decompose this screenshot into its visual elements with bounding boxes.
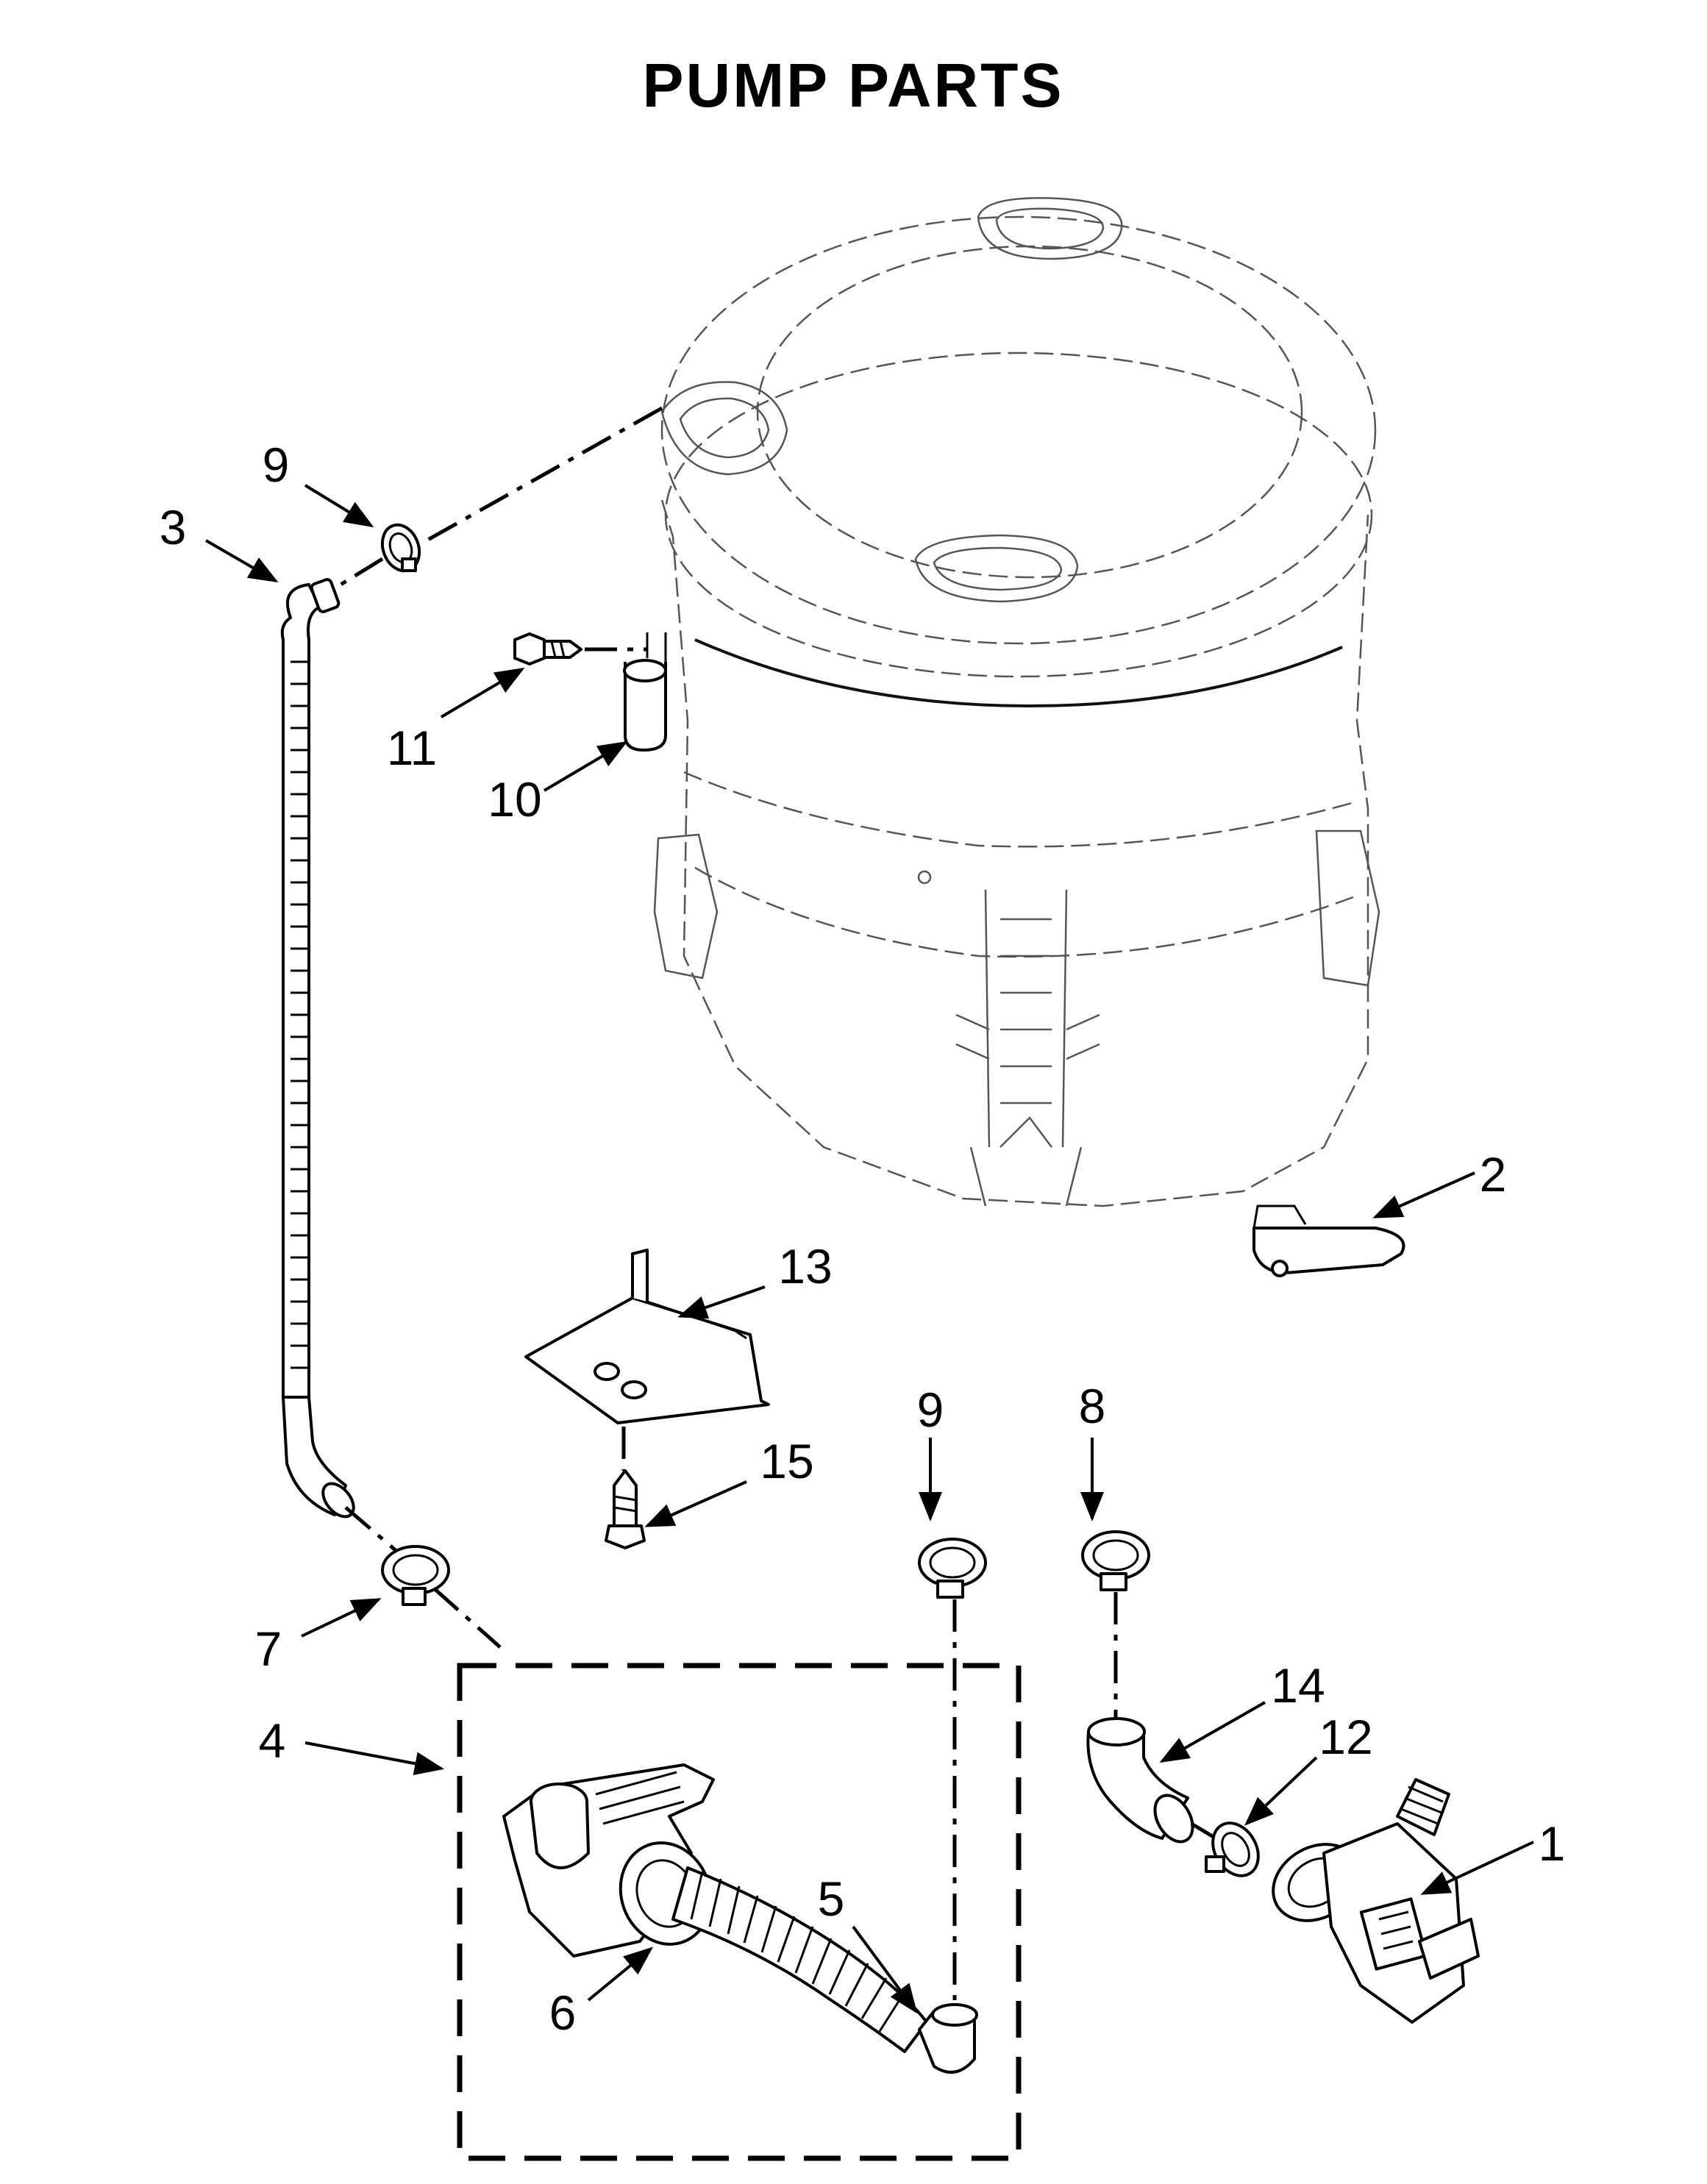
callout-12: 12 [1319,1710,1372,1764]
callout-13: 13 [778,1239,832,1293]
callout-labels: 1 2 3 4 5 6 7 8 9 9 10 11 12 13 14 15 [160,438,1566,2040]
hose-end-part-5 [918,2003,978,2074]
callout-8: 8 [1079,1379,1106,1433]
hose-clamp-part-9-lower [918,1538,987,1599]
diagram-title: PUMP PARTS [643,51,1064,120]
screw-part-15 [605,1469,646,1549]
pump-assembly-box [457,1663,1022,2161]
screw-part-11 [513,632,582,665]
bracket-part-2 [1252,1205,1405,1277]
callout-3: 3 [160,500,187,554]
drain-pump-part-1 [1272,1778,1480,2024]
callout-4: 4 [259,1713,286,1768]
callout-1: 1 [1539,1816,1566,1871]
callout-9-top: 9 [263,438,290,492]
hose-clamp-part-12 [1205,1821,1260,1877]
callout-7: 7 [255,1621,282,1676]
callout-6: 6 [549,1985,577,2040]
callout-14: 14 [1271,1658,1325,1713]
callout-2: 2 [1480,1147,1507,1202]
hose-clip-part-10 [623,632,667,752]
hose-clamp-part-9-top [380,523,421,573]
tub-reference-outline [653,197,1380,1207]
hose-clamp-part-8 [1081,1530,1150,1591]
hose-clamp-part-7 [381,1545,450,1606]
callout-15: 15 [760,1434,813,1488]
callout-9-lower: 9 [917,1382,944,1437]
callout-leaders [204,484,1534,2014]
corrugated-hose-part-6 [671,1866,928,2053]
shield-plate-part-13 [524,1249,770,1424]
elbow-hose-part-14 [1086,1717,1194,1844]
callout-5: 5 [818,1871,845,1926]
pump-assembly-part-4 [502,1763,715,1958]
callout-10: 10 [488,772,541,827]
assembly-centerlines [333,406,1215,2000]
drain-hose-part-3 [280,578,355,1519]
callout-11: 11 [387,721,438,775]
